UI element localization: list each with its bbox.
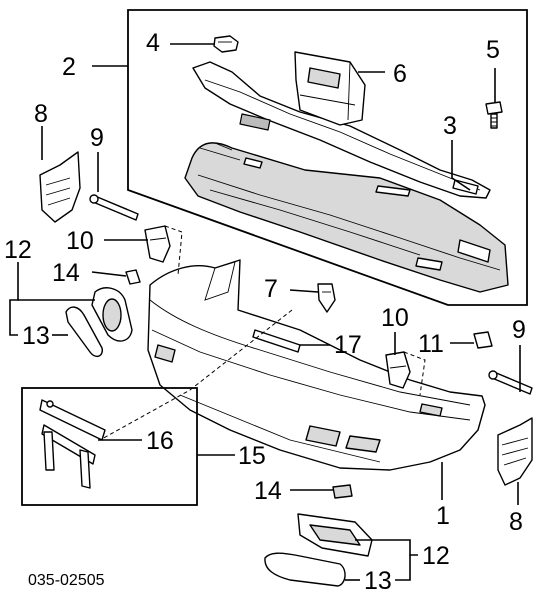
- rod-right-part: [488, 370, 533, 395]
- plate-bracket-part: [294, 51, 366, 126]
- side-bracket-left-part: [144, 225, 171, 263]
- callout-14-upper: 14: [52, 259, 80, 287]
- callout-15: 15: [238, 442, 266, 470]
- callout-13-right: 13: [364, 567, 392, 595]
- shield-left-part: [39, 151, 81, 223]
- callout-5: 5: [486, 36, 500, 64]
- clip-part-11: [473, 331, 493, 349]
- side-bracket-right-part: [385, 351, 411, 389]
- callout-12-right: 12: [422, 542, 450, 570]
- license-bracket-part: [39, 399, 106, 489]
- bumper-cover-part: [147, 259, 486, 471]
- fog-lamp-lens-right-part: [264, 552, 346, 587]
- callout-17: 17: [334, 331, 362, 359]
- callout-10-right: 10: [381, 304, 409, 332]
- clip-part-4: [213, 35, 239, 53]
- callout-3: 3: [443, 112, 457, 140]
- clip-part-14-upper: [125, 269, 141, 285]
- callout-14-lower: 14: [254, 477, 282, 505]
- callout-9-left: 9: [90, 124, 104, 152]
- clip-part-7: [317, 283, 336, 313]
- leader-lines: [9, 43, 521, 581]
- callout-2: 2: [62, 53, 76, 81]
- callout-9-right: 9: [512, 316, 526, 344]
- callout-11: 11: [418, 330, 444, 358]
- absorber-part: [184, 142, 509, 293]
- fog-lamp-housing-right-part: [297, 513, 373, 557]
- callout-8-left: 8: [34, 100, 48, 128]
- fog-lamp-lens-left-part: [65, 306, 104, 358]
- callout-4: 4: [146, 29, 160, 57]
- bolt-part: [485, 101, 503, 129]
- bracket-strip-part: [252, 329, 301, 353]
- diagram-code: 035-02505: [28, 572, 105, 589]
- callout-1: 1: [436, 502, 450, 530]
- reinforcement-group-box: [127, 9, 528, 306]
- callout-16: 16: [146, 427, 174, 455]
- callout-8-right: 8: [509, 508, 523, 536]
- rod-left-part: [89, 194, 139, 221]
- callout-12-left: 12: [4, 236, 32, 264]
- fog-lamp-housing-left-part: [91, 287, 133, 342]
- callout-13-left: 13: [22, 322, 50, 350]
- license-bracket-group-box: [21, 387, 198, 506]
- callout-10-left: 10: [66, 227, 94, 255]
- shield-right-part: [497, 417, 533, 486]
- callout-7: 7: [264, 275, 278, 303]
- reinforcement-bar-part: [192, 61, 491, 199]
- callout-6: 6: [393, 60, 407, 88]
- clip-part-14-lower: [332, 484, 353, 499]
